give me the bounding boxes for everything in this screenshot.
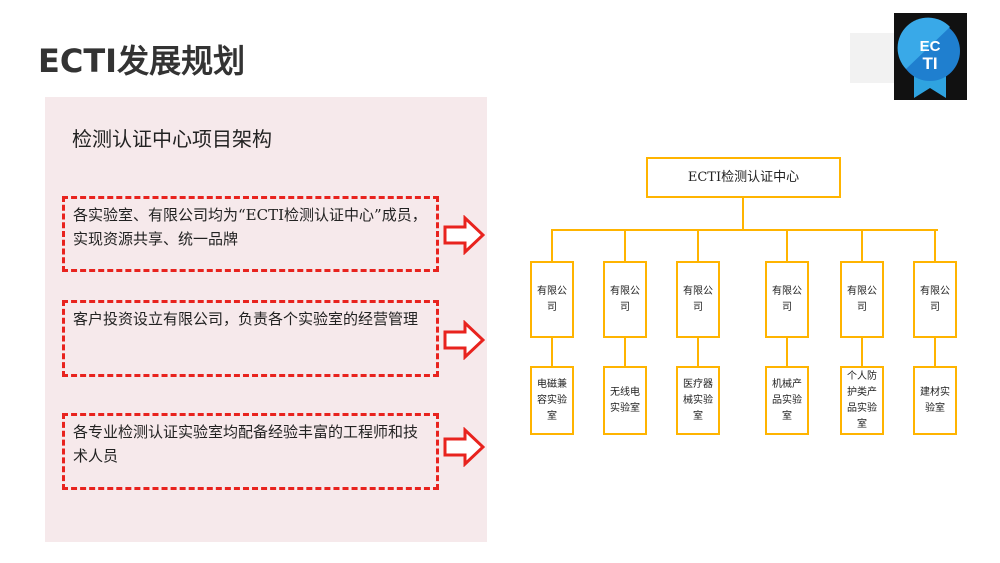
connector: [786, 230, 788, 262]
connector: [697, 230, 699, 262]
decorative-block: [850, 33, 900, 83]
lab-box: 建材实验室: [913, 366, 957, 435]
lab-box: 机械产品实验室: [765, 366, 809, 435]
connector: [934, 230, 936, 262]
connector: [742, 197, 744, 231]
point-box: 各专业检测认证实验室均配备经验丰富的工程师和技术人员: [62, 413, 439, 490]
company-box: 有限公司: [913, 261, 957, 338]
company-box: 有限公司: [603, 261, 647, 338]
point-box: 各实验室、有限公司均为“ECTI检测认证中心”成员，实现资源共享、统一品牌: [62, 196, 439, 272]
panel-title: 检测认证中心项目架构: [72, 127, 272, 151]
page-title: ECTI发展规划: [38, 42, 246, 80]
arrow-right-icon: [443, 427, 485, 467]
connector: [624, 336, 626, 367]
arrow-right-icon: [443, 320, 485, 360]
content-panel: [45, 97, 487, 542]
company-box: 有限公司: [676, 261, 720, 338]
lab-box: 个人防护类产品实验室: [840, 366, 884, 435]
lab-box: 电磁兼容实验室: [530, 366, 574, 435]
connector: [551, 230, 553, 262]
connector: [551, 336, 553, 367]
connector: [624, 230, 626, 262]
lab-box: 无线电实验室: [603, 366, 647, 435]
company-box: 有限公司: [840, 261, 884, 338]
connector: [861, 230, 863, 262]
lab-box: 医疗器械实验室: [676, 366, 720, 435]
ecti-logo: EC TI: [894, 13, 967, 100]
arrow-right-icon: [443, 215, 485, 255]
connector: [551, 229, 938, 231]
connector: [934, 336, 936, 367]
company-box: 有限公司: [530, 261, 574, 338]
connector: [697, 336, 699, 367]
point-box: 客户投资设立有限公司，负责各个实验室的经营管理: [62, 300, 439, 377]
company-box: 有限公司: [765, 261, 809, 338]
connector: [786, 336, 788, 367]
org-root: ECTI检测认证中心: [646, 157, 841, 198]
connector: [861, 336, 863, 367]
svg-text:TI: TI: [922, 54, 937, 73]
svg-text:EC: EC: [920, 38, 941, 55]
